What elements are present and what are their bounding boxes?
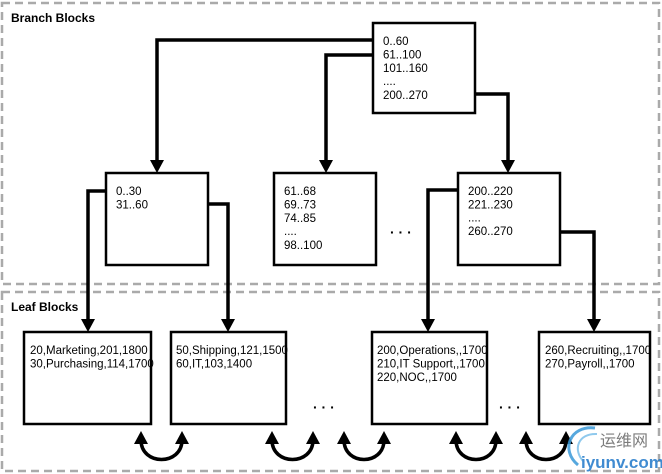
leaf-block-1: 20,Marketing,201,1800 30,Purchasing,114,…	[22, 330, 154, 426]
arrowhead-icon	[377, 431, 391, 444]
branch-key-range: 31..60	[116, 200, 148, 212]
branch-block-2: 61..68 69..73 74..85 .... 98..100	[272, 171, 378, 267]
connector-branch-1-to-leaf-1	[86, 189, 106, 319]
watermark-text-en: iyunv.com	[581, 453, 662, 472]
branch-blocks-section	[0, 1, 661, 286]
leaf-blocks-section	[0, 290, 661, 473]
connector-root-to-branch-1	[155, 38, 373, 160]
root-connectors	[150, 38, 515, 173]
sibling-link-arrow	[454, 439, 498, 462]
branch-blocks-label: Branch Blocks	[11, 11, 95, 25]
arrowhead-icon	[501, 160, 515, 173]
connector-root-to-branch-3	[475, 92, 510, 160]
branch-block-3: 200..220 221..230 .... 260..270	[456, 171, 562, 267]
branch-key-range: ....	[284, 226, 297, 238]
arrowhead-icon	[134, 431, 148, 444]
arrowhead-icon	[489, 431, 503, 444]
branch-block-1: 0..30 31..60	[104, 171, 210, 267]
leaf-row: 270,Payroll,,1700	[545, 359, 635, 371]
leaf-block-2: 50,Shipping,121,1500 60,IT,103,1400	[169, 330, 288, 426]
branch-connectors	[81, 188, 601, 332]
connector-branch-3-to-leaf-4	[560, 230, 596, 319]
leaf-blocks-label: Leaf Blocks	[11, 300, 79, 314]
leaf-block-4: 260,Recruiting,,1700 270,Payroll,,1700	[537, 330, 652, 426]
arrowhead-icon	[175, 431, 189, 444]
arrowhead-icon	[306, 431, 320, 444]
leaf-ellipsis-1: · · ·	[313, 399, 335, 415]
connector-branch-3-to-leaf-3	[426, 188, 458, 319]
branch-key-range: 200..220	[468, 186, 513, 198]
leaf-block-3: 200,Operations,,1700 210,IT Support,,170…	[370, 330, 489, 426]
leaf-sibling-links	[134, 431, 573, 462]
arrowhead-icon	[449, 431, 463, 444]
sibling-link-arrow	[139, 439, 184, 462]
root-key-range: 101..160	[383, 63, 428, 75]
root-block: 0..60 61..100 101..160 .... 200..270	[371, 21, 477, 115]
arrowhead-icon	[337, 431, 351, 444]
arrowhead-icon	[421, 319, 435, 332]
leaf-row: 20,Marketing,201,1800	[30, 345, 148, 357]
root-key-range: ....	[383, 76, 396, 88]
leaf-row: 210,IT Support,,1700	[377, 359, 485, 371]
leaf-ellipsis-2: · · ·	[499, 399, 521, 415]
root-key-range: 0..60	[383, 36, 409, 48]
arrowhead-icon	[221, 319, 235, 332]
arrowhead-icon	[587, 319, 601, 332]
leaf-row: 50,Shipping,121,1500	[176, 345, 288, 357]
sibling-link-arrow	[342, 439, 386, 462]
arrowhead-icon	[150, 160, 164, 173]
branch-key-range: ....	[468, 213, 481, 225]
arrowhead-icon	[265, 431, 279, 444]
arrowhead-icon	[319, 160, 333, 173]
branch-key-range: 74..85	[284, 213, 316, 225]
branch-key-range: 221..230	[468, 200, 513, 212]
branch-key-range: 61..68	[284, 186, 316, 198]
leaf-row: 30,Purchasing,114,1700	[30, 359, 154, 371]
connector-root-to-branch-2	[324, 53, 373, 160]
branch-key-range: 260..270	[468, 226, 513, 238]
arrowhead-icon	[81, 319, 95, 332]
branch-key-range: 69..73	[284, 200, 316, 212]
leaf-row: 200,Operations,,1700	[377, 345, 488, 357]
watermark-text-cn: 运维网	[600, 432, 648, 450]
sibling-link-arrow	[270, 439, 315, 462]
sibling-link-arrow	[524, 439, 568, 462]
branch-key-range: 0..30	[116, 186, 142, 198]
leaf-row: 260,Recruiting,,1700	[545, 345, 651, 357]
branch-key-range: 98..100	[284, 240, 322, 252]
root-key-range: 61..100	[383, 50, 421, 62]
watermark-logo: 运维网 iyunv.com	[567, 426, 662, 472]
leaf-row: 60,IT,103,1400	[176, 359, 252, 371]
leaf-row: 220,NOC,,1700	[377, 372, 457, 384]
connector-branch-1-to-leaf-2	[208, 202, 230, 319]
branch-ellipsis: · · ·	[390, 224, 412, 240]
root-key-range: 200..270	[383, 90, 428, 102]
arrowhead-icon	[519, 431, 533, 444]
